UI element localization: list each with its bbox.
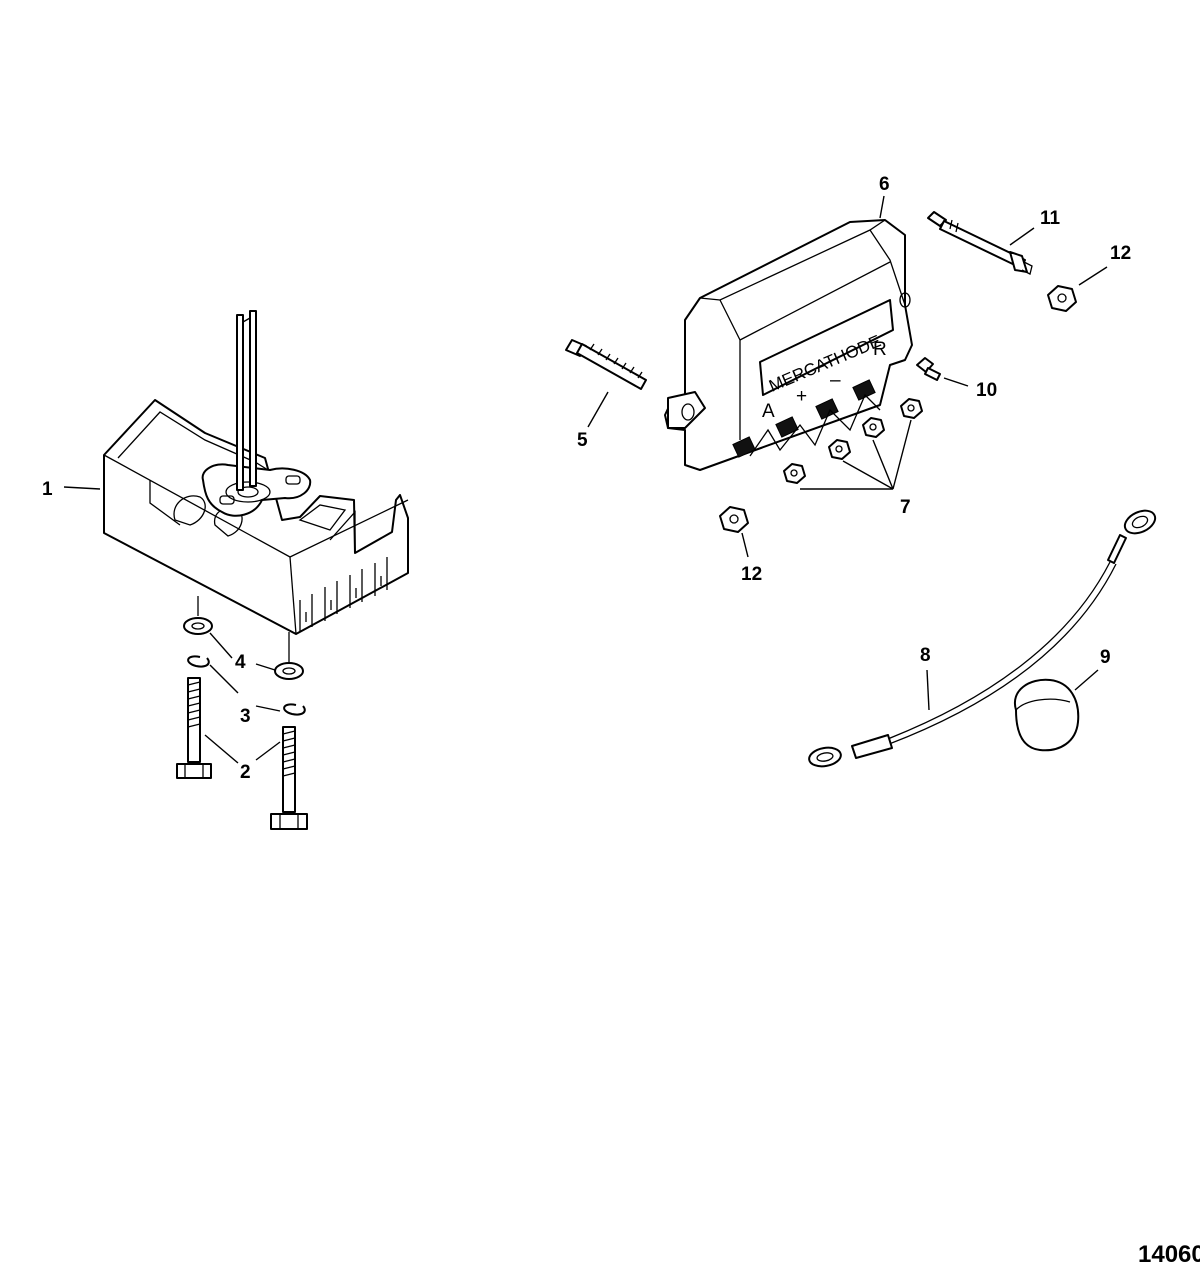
- terminal-a-label: A: [762, 401, 775, 422]
- callout-9: 9: [1100, 647, 1111, 668]
- part-8-ground-wire: [808, 509, 1157, 768]
- part-7-nuts: [783, 398, 923, 490]
- part-2-bolts: [176, 677, 308, 830]
- part-5-screw: [565, 339, 647, 428]
- part-1-electrode-housing: [63, 310, 409, 635]
- callout-3: 3: [240, 706, 251, 727]
- callout-7: 7: [900, 497, 911, 518]
- callout-8: 8: [920, 645, 931, 666]
- part-6-controller: MERCATHODE A + – R: [664, 195, 913, 471]
- callout-12-stud-nut: 12: [1110, 243, 1131, 264]
- callout-6: 6: [879, 174, 890, 195]
- part-11-stud: [927, 211, 1035, 275]
- callout-10: 10: [976, 380, 997, 401]
- callout-4: 4: [235, 652, 246, 673]
- part-12-nuts: [719, 266, 1108, 558]
- terminal-minus-label: –: [830, 370, 841, 391]
- callout-12-loose-nut: 12: [741, 564, 762, 585]
- terminal-plus-label: +: [796, 386, 807, 407]
- part-10-screw: [916, 357, 969, 387]
- part-4-flat-washers: [183, 596, 304, 680]
- part-9-cap: [1013, 669, 1099, 752]
- figure-number: 14060: [1138, 1241, 1200, 1268]
- callout-2: 2: [240, 762, 251, 783]
- callout-1: 1: [42, 479, 53, 500]
- part-3-lock-washers: [187, 655, 306, 716]
- callout-labels: 1 2 3 4 5 6 7 8 9 10 11 12 12: [42, 174, 1131, 783]
- terminal-r-label: R: [873, 339, 887, 360]
- callout-5: 5: [577, 430, 588, 451]
- callout-11: 11: [1040, 208, 1061, 229]
